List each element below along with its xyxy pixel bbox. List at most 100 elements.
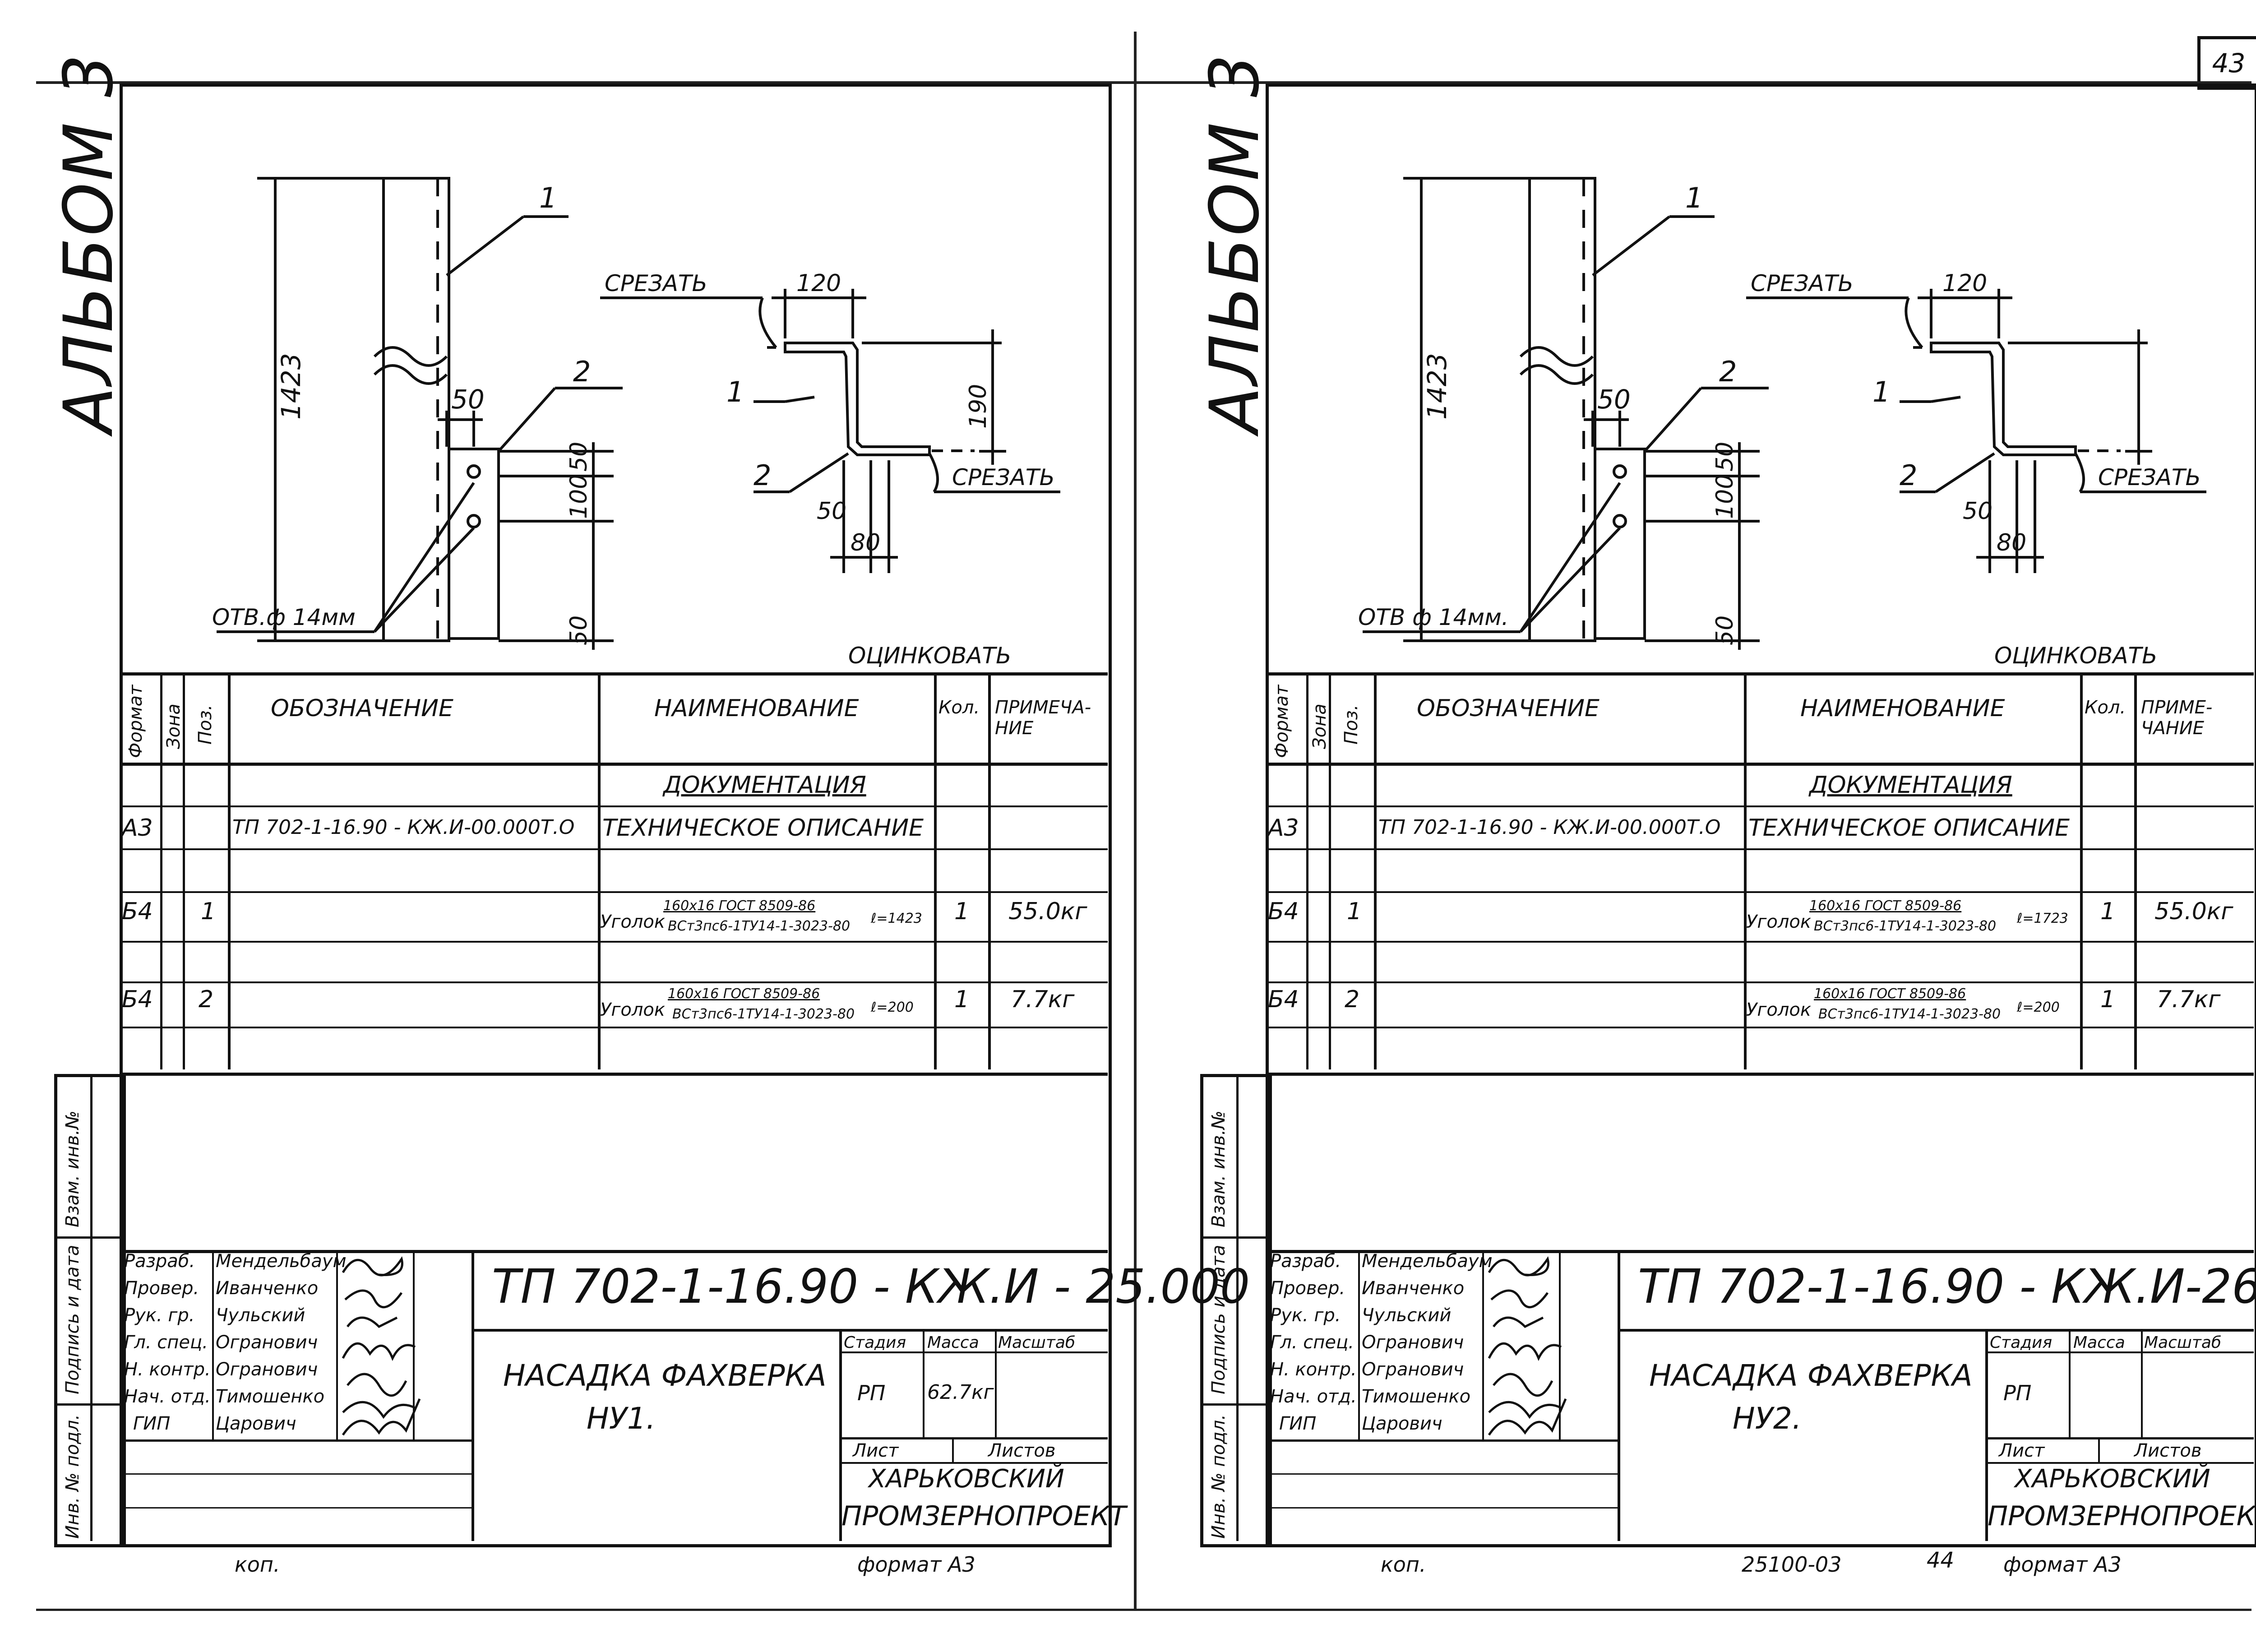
tb-stage-row-rule: [839, 1351, 1108, 1353]
label-pos-2: 2: [1719, 355, 1737, 388]
leader-2: [497, 387, 556, 452]
spec-row-rule-6: [1266, 1027, 2254, 1028]
role-group-head: Рук. гр.: [124, 1305, 195, 1326]
hole-note: ОТВ.ф 14мм: [212, 604, 356, 630]
dim-right-50b: 50: [1711, 615, 1738, 645]
page-number-box: 43: [2197, 36, 2256, 90]
row3-qty: 1: [2100, 986, 2116, 1013]
hole-leader-2: [1519, 527, 1621, 633]
tb-mass-col: [2069, 1329, 2071, 1437]
product-subtitle: НУ2.: [1733, 1401, 1802, 1436]
section-documentation: ДОКУМЕНТАЦИЯ: [663, 772, 866, 799]
row2-name-top: 160х16 ГОСТ 8509-86: [663, 898, 816, 914]
spec-row-rule-2: [120, 848, 1108, 850]
tb-stage-row-rule: [1985, 1351, 2254, 1353]
name-norm-control: Огранович: [216, 1359, 318, 1380]
side-stamp-sep-2: [1200, 1403, 1268, 1406]
row3-qty: 1: [954, 986, 970, 1013]
tb-scale-col: [2141, 1329, 2143, 1437]
footer-format: формат А3: [857, 1552, 975, 1577]
header-qty: Кол.: [2085, 697, 2126, 718]
sheets-label: Листов: [988, 1440, 1056, 1461]
row3-name-main: Уголок: [1746, 1000, 1812, 1020]
side-stamp-sep-2: [54, 1403, 122, 1406]
role-developer: Разраб.: [124, 1251, 195, 1272]
tb-extra-row-2: [120, 1507, 474, 1509]
leader-1: [446, 215, 524, 277]
hole-note: ОТВ ф 14мм.: [1358, 604, 1509, 630]
tb-extra-row-1: [120, 1473, 474, 1475]
row2-format: Б4: [122, 898, 153, 925]
row1-designation: ТП 702-1-16.90 - КЖ.И-00.000Т.О: [1378, 816, 1721, 839]
role-gip: ГИП: [1279, 1413, 1317, 1434]
mass-label: Масса: [927, 1333, 979, 1352]
spec-table: [1266, 672, 2254, 1076]
name-group-head: Чульский: [1362, 1305, 1452, 1326]
row3-length: ℓ=200: [2017, 1000, 2060, 1015]
tb-stage-col: [839, 1329, 842, 1541]
tb-code-rule: [472, 1329, 1108, 1332]
title-block: [1266, 1250, 2254, 1544]
row2-name-bottom: ВСт3пс6-1ТУ14-1-3023-80: [668, 918, 851, 934]
organization-line-1: ХАРЬКОВСКИЙ: [2015, 1464, 2210, 1494]
product-title: НАСАДКА ФАХВЕРКА: [503, 1358, 827, 1393]
signatures: [1488, 1256, 1567, 1436]
sheet-label: Лист: [853, 1440, 899, 1461]
label-pos-1: 1: [1685, 181, 1703, 214]
role-chief-spec: Гл. спец.: [1270, 1332, 1354, 1353]
plate-elevation: [1594, 448, 1646, 640]
side-label-replace: Взам. инв.№: [1208, 1111, 1229, 1227]
cut-leader-bottom: [928, 453, 939, 493]
side-stamp-strip: [54, 1074, 126, 1547]
dim-right-100: 100: [1711, 474, 1738, 519]
spec-row-rule-6: [120, 1027, 1108, 1028]
row2-note: 55.0кг: [1008, 898, 1087, 925]
row3-name-bottom: ВСт3пс6-1ТУ14-1-3023-80: [1818, 1006, 2001, 1022]
cut-note-bottom: СРЕЗАТЬ: [2098, 464, 2201, 491]
dim-right-50b: 50: [565, 615, 592, 645]
row1-designation: ТП 702-1-16.90 - КЖ.И-00.000Т.О: [232, 816, 575, 839]
tb-org-rule: [839, 1462, 1108, 1464]
galvanize-note: ОЦИНКОВАТЬ: [1994, 643, 2157, 668]
dim-50-bottom: 50: [817, 498, 846, 525]
role-chief-spec: Гл. спец.: [124, 1332, 208, 1353]
name-developer: Мендельбаум: [216, 1251, 347, 1272]
footer-copy: коп.: [235, 1552, 280, 1577]
dim-80: 80: [851, 529, 880, 556]
title-block: [120, 1250, 1108, 1544]
page-number: 43: [2212, 47, 2246, 79]
bottom-rule: [36, 1609, 2251, 1611]
name-norm-control: Огранович: [1362, 1359, 1464, 1380]
name-gip: Царович: [1362, 1413, 1442, 1434]
dim-right-50a: 50: [1711, 442, 1738, 472]
hole-top: [1613, 464, 1627, 479]
name-group-head: Чульский: [216, 1305, 305, 1326]
spec-row-rule-4: [1266, 941, 2254, 943]
spec-row-rule-4: [120, 941, 1108, 943]
plate-elevation: [448, 448, 500, 640]
tb-sign-col: [1482, 1250, 1484, 1439]
hole-leader-1: [373, 482, 475, 633]
cut-leader-top: [758, 297, 777, 348]
section-pos-2: 2: [1900, 459, 1917, 492]
row3-name-top: 160х16 ГОСТ 8509-86: [668, 986, 820, 1002]
tb-extra-row-2: [1266, 1507, 1620, 1509]
row2-name-top: 160х16 ГОСТ 8509-86: [1809, 898, 1962, 914]
row3-format: Б4: [122, 986, 153, 1013]
footer-archive-number: 25100-03: [1742, 1552, 1842, 1577]
hole-leader-1: [1519, 482, 1621, 633]
header-note: ПРИМЕЧА-НИЕ: [995, 697, 1091, 739]
tb-date-col: [1559, 1250, 1561, 1439]
row2-pos: 1: [1347, 898, 1362, 925]
side-stamp-sep-1: [1200, 1236, 1268, 1239]
leader-1: [1592, 215, 1670, 277]
header-name: НАИМЕНОВАНИЕ: [654, 695, 859, 722]
row2-qty: 1: [954, 898, 970, 925]
spec-row-rule-3: [120, 891, 1108, 893]
spec-row-rule-5: [120, 981, 1108, 983]
album-label: АЛЬБОМ 3: [50, 52, 128, 433]
role-gip: ГИП: [133, 1413, 171, 1434]
dim-50-top: 50: [451, 384, 485, 415]
dim-120: 120: [1942, 270, 1987, 297]
stage-label: Стадия: [844, 1333, 906, 1352]
